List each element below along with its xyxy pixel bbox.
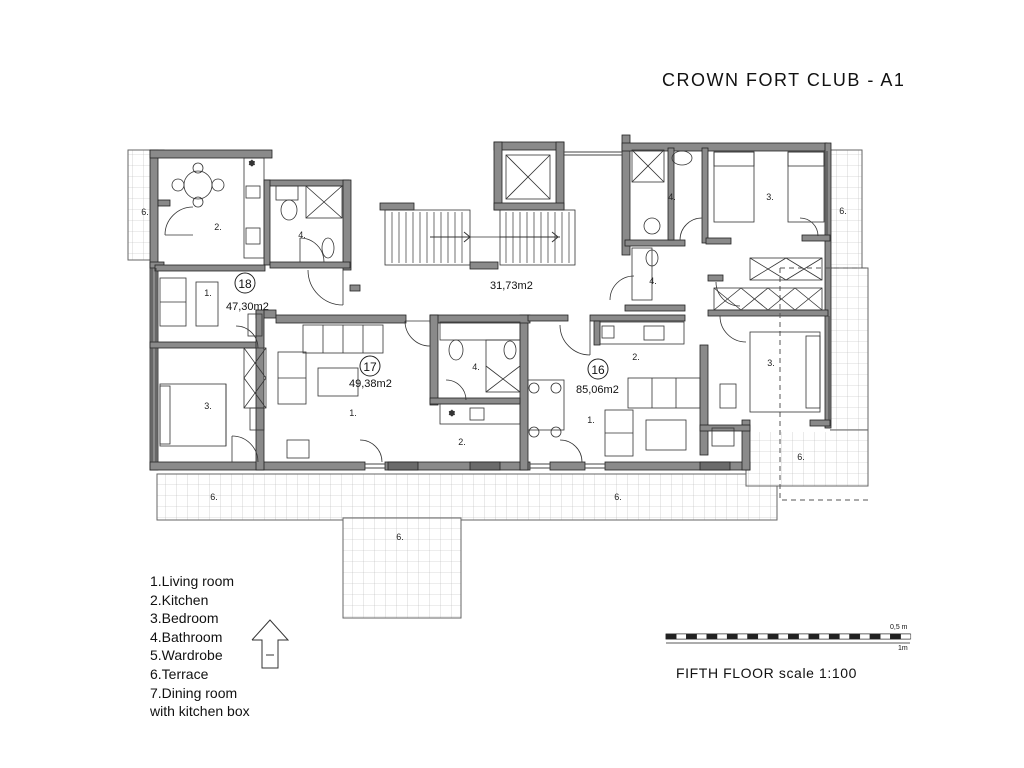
scale-segment [777,633,789,640]
scale-segment [839,633,850,640]
scale-segment [686,633,697,640]
scale-segment [675,633,687,640]
elevator [505,154,551,200]
legend-item: 4.Bathroom [150,628,223,645]
scale-segment [726,633,738,640]
label-r16-bed-top: 3. [766,192,774,202]
legend-item: 1.Living room [150,573,235,589]
scale-segment [808,633,820,640]
scale-segment [747,633,759,640]
label-r16-terrace-bottom: 6. [797,452,805,462]
terrace-south [156,473,778,521]
svg-text:❄: ❄ [249,159,256,168]
apartment-markers: 18 47,30m2 17 49,38m2 16 85,06m2 31,73m2 [226,272,619,396]
scale-segment [859,633,871,640]
windows [151,151,830,469]
scale-ticks [665,633,912,640]
terrace-south-east [745,429,869,487]
scale-segment [890,633,901,640]
legend-item: 7.Dining room [150,684,238,701]
scale-segment [818,633,830,640]
apt-16-number: 16 [591,363,605,377]
scale-segment [696,633,708,640]
scale-segment [757,633,769,640]
label-r18-kitchen: 2. [214,222,222,232]
apt-18-number: 18 [238,277,252,291]
scale-segment [737,633,748,640]
scale-segment [879,633,891,640]
scale-segment [828,633,840,640]
label-terrace-south-left: 6. [210,492,218,502]
legend-item: with kitchen box [150,703,250,720]
label-r16-bath-mid: 4. [649,276,657,286]
label-r16-kitchen: 2. [632,352,640,362]
scale-segment [849,633,861,640]
label-r17-living: 1. [349,408,357,418]
scale-segment [706,633,718,640]
legend-item: 3.Bedroom [150,610,219,627]
furniture: ❄ ❄ [159,149,825,459]
common-area: 31,73m2 [490,280,533,292]
apt-17-circle [359,355,381,377]
floor-label: FIFTH FLOOR scale 1:100 [676,665,858,681]
room-labels: 2. 4. 1. 3. 6. 1. 4. 2. 1. 2. 4. 4. 3. 3… [141,192,847,542]
scale-segment [788,633,799,640]
dashed-lines [779,267,868,501]
legend-item: 2.Kitchen [150,591,209,608]
label-r18-terrace-left: 6. [141,207,149,217]
page-title: CROWN FORT CLUB - A1 [662,70,906,90]
label-r16-bed-mid: 3. [767,358,775,368]
terrace-big [342,517,462,619]
scale-segment [869,633,881,640]
scale-segment [900,633,912,640]
svg-text:❄: ❄ [449,409,456,418]
doors [164,206,819,463]
legend-item: 6.Terrace [150,665,209,682]
scale-segment [665,633,677,640]
scale-label-big: 1m [898,645,908,652]
label-terrace-big: 6. [396,532,404,542]
label-r18-bed: 3. [204,401,212,411]
apt-16-circle [587,358,609,380]
terrace-right [825,149,863,271]
label-terrace-south-right: 6. [614,492,622,502]
scale-segment [767,633,779,640]
label-r16-terrace-right: 6. [839,206,847,216]
label-r16-living: 1. [587,415,595,425]
legend: 1.Living room 2.Kitchen 3.Bedroom 4.Bath… [150,572,250,721]
label-r18-bath: 4. [298,230,306,240]
scale-segment [798,633,810,640]
apt-18-area: 47,30m2 [226,301,269,313]
label-r17-kitchen: 2. [458,437,466,447]
scale-segment [716,633,728,640]
label-r17-bath: 4. [472,362,480,372]
scale-label-small: 0,5 m [890,624,908,631]
north-arrow-icon [251,619,290,669]
apt-18-circle [234,272,256,294]
apt-17-number: 17 [363,360,377,374]
stair-arrows [430,231,560,243]
label-r16-bath-top: 4. [668,192,676,202]
apt-16-area: 85,06m2 [576,384,619,396]
label-r18-living: 1. [204,288,212,298]
apt-17-area: 49,38m2 [349,378,392,390]
walls [149,134,832,471]
legend-item: 5.Wardrobe [150,647,223,664]
